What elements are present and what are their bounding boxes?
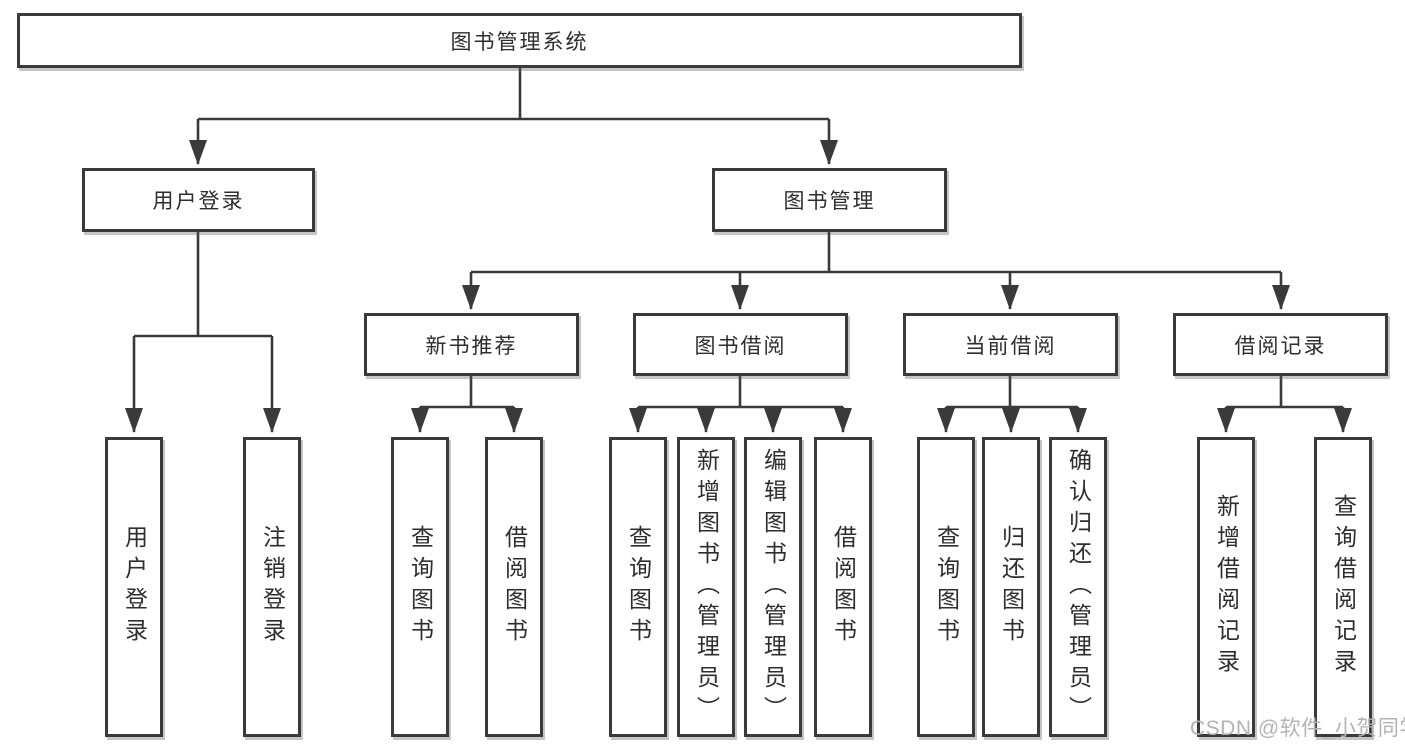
- node-label: 新书推荐: [425, 334, 518, 358]
- leaf-borrow-books-recommend: 借阅图书: [485, 437, 543, 737]
- node-label: 用户登录: [152, 190, 245, 213]
- node-label: 注销登录: [259, 525, 286, 649]
- leaf-add-borrow-record: 新增借阅记录: [1197, 437, 1255, 737]
- node-label: 新增图书（管理员）: [693, 447, 720, 727]
- node-label: 查询图书: [407, 525, 434, 649]
- leaf-logout: 注销登录: [243, 437, 301, 737]
- node-book-management-branch: 图书管理: [712, 168, 947, 232]
- node-book-borrow: 图书借阅: [633, 313, 848, 376]
- node-label: 归还图书: [998, 525, 1025, 649]
- node-label: 查询借阅记录: [1330, 494, 1357, 680]
- node-current-borrow: 当前借阅: [903, 313, 1118, 376]
- watermark: CSDN @软件_小贺同学: [1190, 717, 1405, 740]
- node-label: 查询图书: [625, 525, 652, 649]
- node-label: 新增借阅记录: [1213, 494, 1240, 680]
- node-label: 借阅记录: [1234, 334, 1327, 358]
- leaf-search-borrow-record: 查询借阅记录: [1314, 437, 1372, 737]
- node-label: 图书管理系统: [450, 30, 589, 54]
- leaf-edit-book-admin: 编辑图书（管理员）: [744, 437, 802, 737]
- node-user-login-branch: 用户登录: [82, 168, 315, 232]
- node-label: 借阅图书: [501, 525, 528, 649]
- leaf-confirm-return-admin: 确认归还（管理员）: [1049, 437, 1107, 737]
- node-label: 借阅图书: [830, 525, 857, 649]
- node-label: 编辑图书（管理员）: [760, 447, 787, 727]
- node-label: 查询图书: [933, 525, 960, 649]
- node-new-book-recommend: 新书推荐: [364, 313, 579, 376]
- leaf-search-books-borrow: 查询图书: [609, 437, 667, 737]
- leaf-search-books-recommend: 查询图书: [391, 437, 449, 737]
- leaf-borrow-books: 借阅图书: [814, 437, 872, 737]
- node-label: 图书借阅: [694, 334, 787, 358]
- node-library-management-system: 图书管理系统: [17, 13, 1022, 68]
- leaf-add-book-admin: 新增图书（管理员）: [677, 437, 735, 737]
- node-label: 确认归还（管理员）: [1065, 447, 1092, 727]
- node-label: 当前借阅: [964, 334, 1057, 358]
- node-borrow-records: 借阅记录: [1173, 313, 1388, 376]
- node-label: 用户登录: [121, 525, 148, 649]
- leaf-return-book: 归还图书: [982, 437, 1040, 737]
- node-label: 图书管理: [783, 190, 876, 213]
- leaf-search-books-current: 查询图书: [917, 437, 975, 737]
- leaf-user-login: 用户登录: [105, 437, 163, 737]
